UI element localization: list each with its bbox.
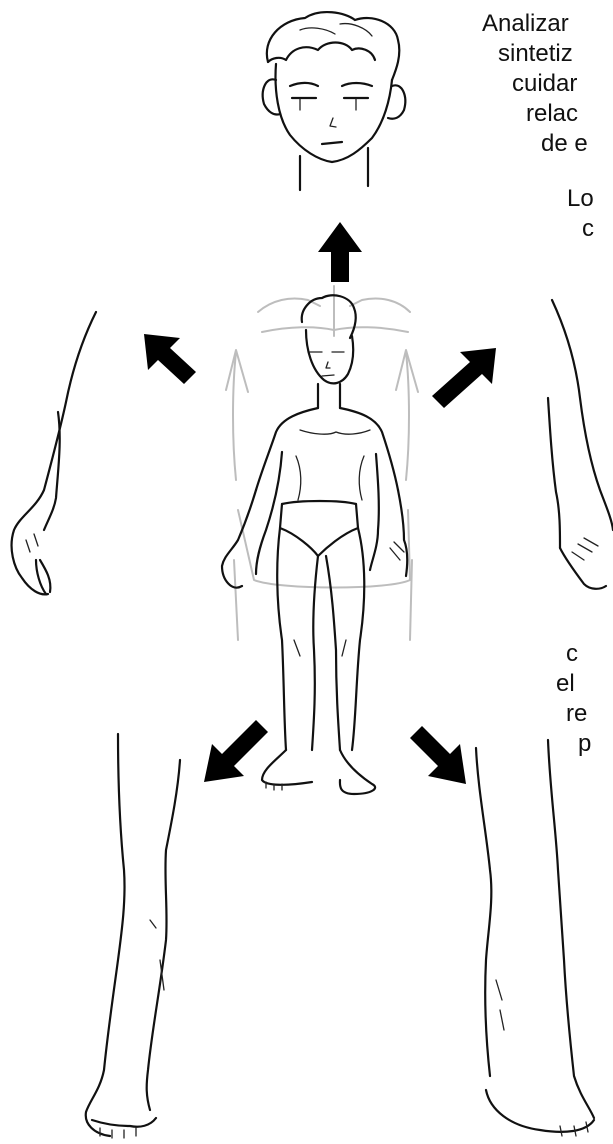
- text-line-9: el: [556, 670, 575, 698]
- down-right-arrow-icon: [410, 726, 466, 784]
- text-line-10: re: [566, 700, 587, 728]
- up-left-arrow-icon: [144, 334, 196, 384]
- enlarged-left-leg: [86, 734, 180, 1138]
- up-right-arrow-icon: [432, 348, 496, 408]
- up-arrow-icon: [318, 222, 362, 282]
- torso-guide-lines: [226, 286, 418, 640]
- small-full-figure: [222, 295, 407, 794]
- text-line-6: Lo: [567, 185, 594, 213]
- text-line-5: de e: [541, 130, 588, 158]
- text-line-4: relac: [526, 100, 578, 128]
- enlarged-right-arm: [548, 300, 613, 589]
- text-line-11: p: [578, 730, 591, 758]
- text-line-8: c: [566, 640, 578, 668]
- enlarged-head: [263, 12, 406, 190]
- enlarged-right-leg: [476, 740, 594, 1136]
- down-left-arrow-icon: [204, 720, 268, 782]
- text-line-7: c: [582, 215, 594, 243]
- text-line-1: Analizar: [482, 10, 569, 38]
- text-line-2: sintetiz: [498, 40, 573, 68]
- enlarged-left-arm: [12, 312, 96, 594]
- text-line-3: cuidar: [512, 70, 577, 98]
